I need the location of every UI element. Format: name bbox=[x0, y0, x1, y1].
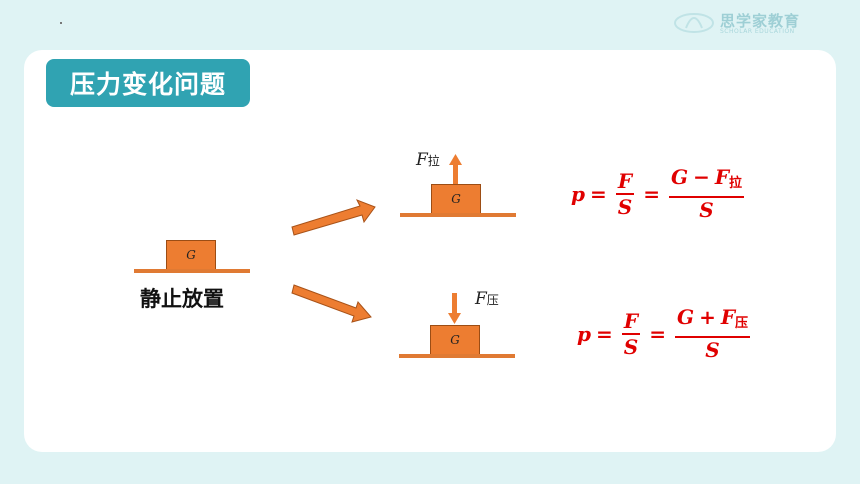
rest-label: 静止放置 bbox=[140, 287, 224, 311]
pull-ground bbox=[400, 213, 516, 217]
pull-block-label: G bbox=[451, 192, 461, 206]
frac-numerator: F bbox=[617, 168, 633, 193]
frac-numerator: G+F压 bbox=[676, 305, 749, 331]
press-force-arrow-head bbox=[448, 313, 461, 324]
content-card bbox=[24, 50, 836, 452]
equals-sign: = bbox=[643, 181, 660, 206]
frac-numerator: F bbox=[623, 308, 639, 333]
arrow-to-press bbox=[291, 284, 372, 323]
formula-pull: p = F S = G−F拉 S bbox=[571, 165, 748, 222]
page-title: 压力变化问题 bbox=[46, 59, 250, 107]
equals-sign: = bbox=[589, 181, 607, 206]
press-force-symbol: F bbox=[475, 289, 487, 309]
pull-force-sub: 拉 bbox=[427, 154, 440, 168]
press-ground bbox=[399, 354, 515, 358]
frac-denominator: S bbox=[699, 198, 714, 222]
formula-pull-frac1: F S bbox=[615, 168, 635, 219]
corner-dot bbox=[60, 22, 62, 24]
formula-pull-frac2: G−F拉 S bbox=[668, 165, 745, 222]
pull-block: G bbox=[431, 184, 481, 214]
formula-press-frac2: G+F压 S bbox=[674, 305, 751, 362]
formula-press-frac1: F S bbox=[621, 308, 641, 359]
logo-text: 思学家教育 bbox=[720, 12, 801, 30]
rest-block-label: G bbox=[186, 248, 196, 262]
frac-numerator: G−F拉 bbox=[670, 165, 743, 191]
press-force-label: F压 bbox=[475, 289, 499, 309]
equals-sign: = bbox=[649, 321, 666, 346]
pull-force-arrow-head bbox=[449, 154, 462, 165]
press-force-sub: 压 bbox=[486, 293, 499, 307]
arrow-to-pull bbox=[291, 199, 376, 236]
press-force-arrow-shaft bbox=[452, 293, 457, 315]
logo-subtext: SCHOLAR EDUCATION bbox=[720, 28, 795, 35]
pull-force-arrow-shaft bbox=[453, 164, 458, 184]
pull-force-label: F拉 bbox=[416, 150, 440, 170]
pull-force-symbol: F bbox=[416, 150, 428, 170]
formula-press-lhs: p bbox=[577, 321, 591, 346]
rest-ground bbox=[134, 269, 250, 273]
frac-denominator: S bbox=[705, 338, 720, 362]
formula-press: p = F S = G+F压 S bbox=[577, 305, 754, 362]
logo-icon bbox=[674, 13, 714, 33]
formula-pull-lhs: p bbox=[571, 181, 585, 206]
press-block-label: G bbox=[450, 333, 460, 347]
frac-denominator: S bbox=[617, 194, 633, 219]
frac-denominator: S bbox=[623, 334, 639, 359]
equals-sign: = bbox=[595, 321, 613, 346]
